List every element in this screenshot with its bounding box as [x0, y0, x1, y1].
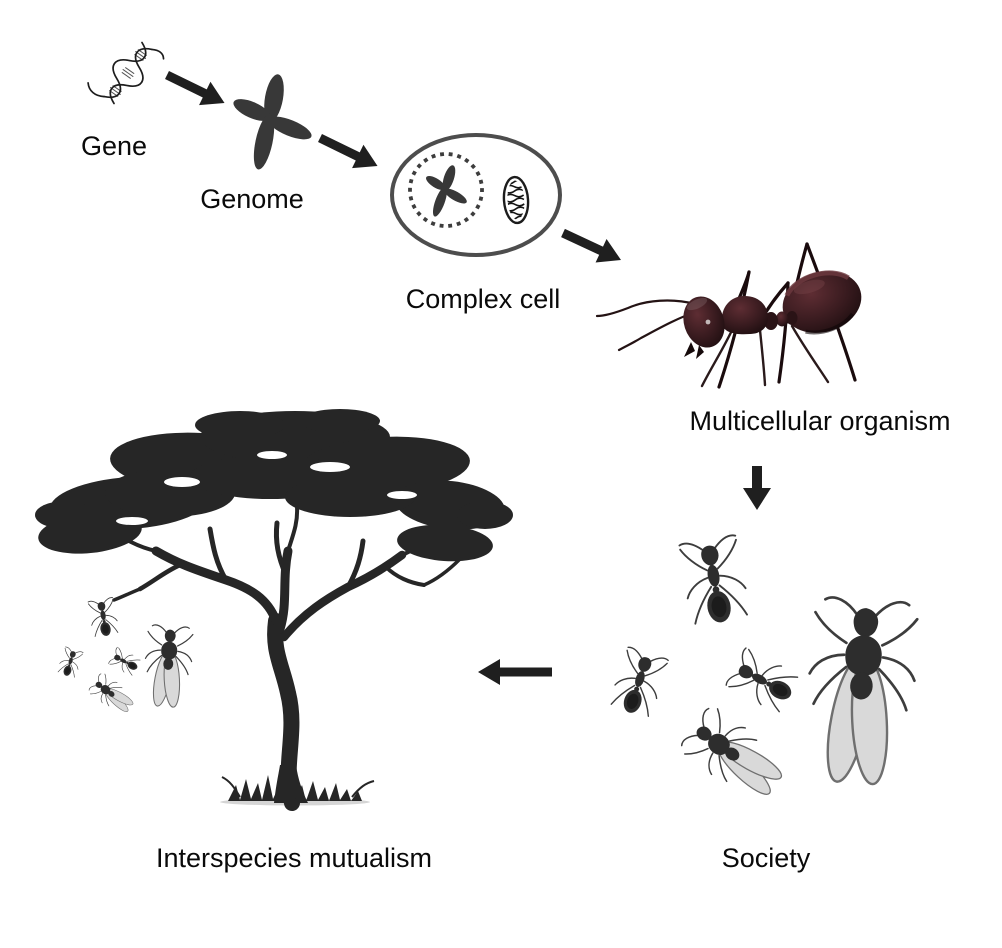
complex-cell-label: Complex cell — [405, 284, 561, 314]
multicellular-organism-label: Multicellular organism — [689, 406, 951, 436]
tree-canopy — [35, 409, 513, 562]
gene-label: Gene — [80, 131, 148, 161]
mutualism-ant-colony-icon — [50, 596, 191, 716]
ant-head — [683, 296, 725, 348]
mitochondrion-icon — [502, 175, 530, 225]
grass-tuft — [221, 775, 375, 801]
society-label: Society — [721, 843, 811, 873]
gene-to-genome-arrow — [165, 70, 225, 106]
ant-icon — [595, 242, 862, 389]
interspecies-mutualism-label: Interspecies mutualism — [155, 843, 433, 873]
genome-label: Genome — [200, 184, 304, 214]
dna-helix-icon — [87, 41, 165, 105]
ant-mandible — [684, 342, 695, 357]
worker-ant — [724, 646, 802, 716]
ant-thorax — [721, 296, 768, 335]
ant-petiole — [786, 311, 798, 325]
ant-eye — [705, 319, 711, 325]
worker-ant — [607, 645, 670, 720]
chromosome-icon — [233, 74, 312, 170]
winged-ant — [676, 702, 794, 810]
eukaryotic-cell-icon — [390, 133, 562, 257]
ant-colony-icon — [607, 533, 922, 810]
worker-ant — [677, 533, 752, 629]
nucleus-dotted-outline — [408, 152, 484, 228]
acacia-tree-icon — [35, 409, 513, 811]
society-to-mutualism-arrow — [478, 659, 552, 685]
winged-queen-ant — [800, 594, 922, 790]
ant-gaster — [782, 270, 862, 335]
organism-to-society-arrow — [743, 466, 771, 510]
cell-to-organism-arrow — [561, 228, 622, 263]
genome-to-cell-arrow — [318, 133, 378, 169]
ant-antennae — [595, 299, 698, 352]
cell-membrane — [390, 133, 562, 257]
